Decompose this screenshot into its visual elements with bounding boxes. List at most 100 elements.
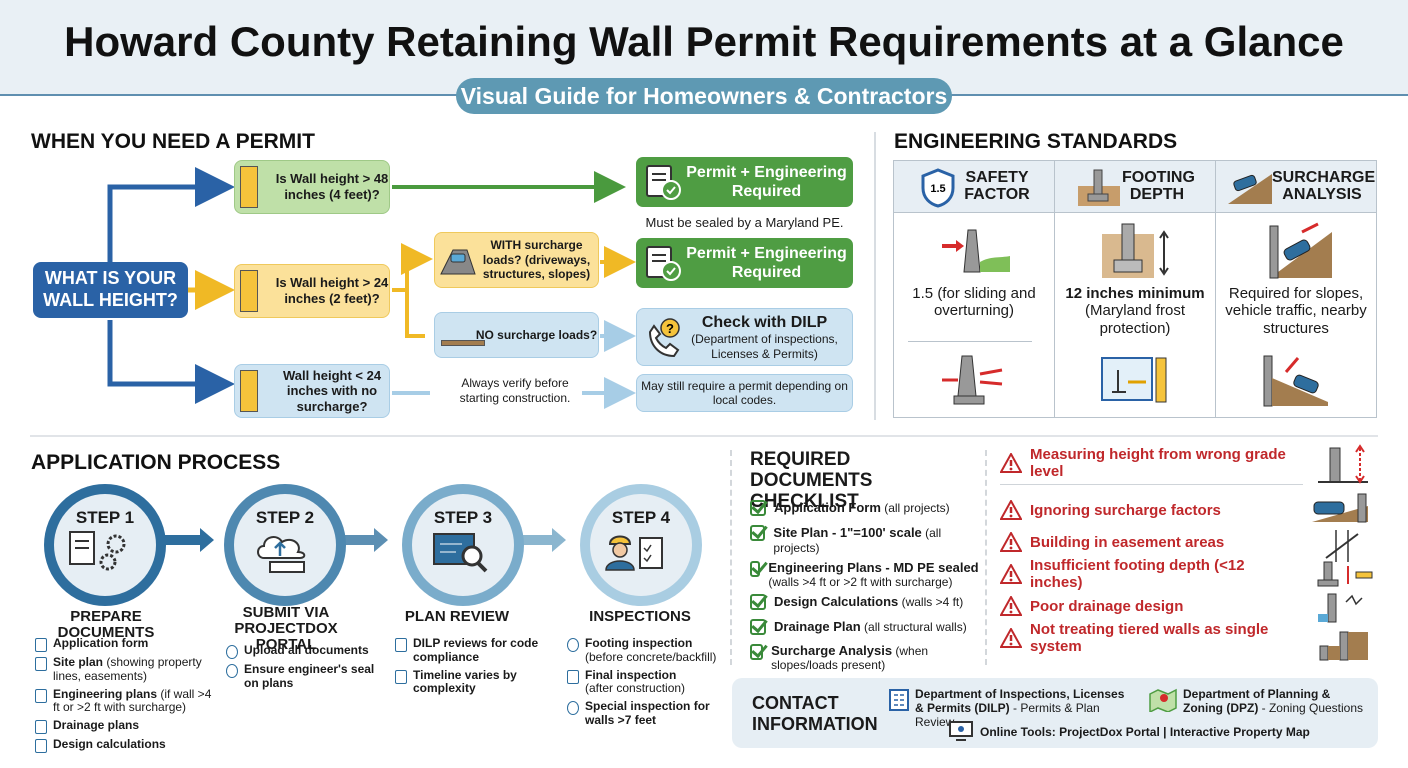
step-2-title: SUBMIT VIA PROJECTDOX PORTAL (234, 604, 338, 653)
mistake-item: Building in easement areas (1000, 531, 1300, 553)
checklist-divider (730, 450, 732, 665)
warning-icon (1000, 453, 1022, 473)
blueprint-icon (35, 688, 47, 703)
checklist-item: Engineering Plans - MD PE sealed (walls … (750, 561, 980, 588)
contact-dpz[interactable]: Department of Planning & Zoning (DPZ) - … (1183, 687, 1364, 715)
step-3-label: STEP 3 (433, 508, 493, 527)
safety-factor-badge: 1.5 (930, 183, 945, 195)
footing-depth-title: FOOTING DEPTH (1122, 169, 1195, 203)
blueprint-magnifier-icon (433, 533, 488, 573)
list-item: Upload all documents (226, 643, 376, 659)
footing-depth-diagram-icon (1102, 223, 1169, 278)
car-surcharge-icon (1312, 493, 1368, 523)
warning-icon (1000, 564, 1022, 584)
shallow-footing-icon (1317, 561, 1373, 587)
check-dilp-sub: (Department of inspections, Licenses & P… (691, 332, 838, 361)
step-2-label: STEP 2 (255, 508, 315, 527)
contact-dilp[interactable]: Department of Inspections, Licenses & Pe… (915, 687, 1125, 729)
list-item: Engineering plans (if wall >4 ft or >2 f… (35, 687, 215, 716)
clipboard-icon (567, 669, 579, 684)
section-heading-process: APPLICATION PROCESS (31, 451, 281, 474)
mistakes-divider (985, 450, 987, 665)
inspector-clipboard-icon (605, 535, 663, 571)
cloud-upload-icon (257, 536, 306, 573)
list-item: Special inspection for walls >7 feet (567, 699, 727, 728)
ruler-icon (240, 270, 258, 312)
mistakes-list: Measuring height from wrong grade level … (1000, 446, 1303, 655)
phone-question-icon: ? (648, 318, 680, 358)
checklist-heading: REQUIRED DOCUMENTS CHECKLIST (750, 449, 873, 512)
check-dilp-title: Check with DILP (701, 314, 828, 332)
list-item: DILP reviews for code compliance (395, 636, 545, 665)
step-4-list: Footing inspection(before concrete/backf… (567, 636, 727, 732)
search-icon (567, 701, 579, 716)
no-surcharge-box: NO surcharge loads? (434, 312, 599, 358)
surcharge-slope-icon (1269, 222, 1332, 279)
inspector-icon (567, 638, 579, 652)
warning-icon (1000, 628, 1022, 648)
engineering-col-divider (1054, 161, 1055, 417)
page-title: Howard County Retaining Wall Permit Requ… (64, 18, 1344, 65)
warning-icon (1000, 532, 1022, 552)
calculator-icon (35, 739, 47, 754)
online-tools[interactable]: Online Tools: ProjectDox Portal | Intera… (980, 725, 1310, 739)
documents-gears-icon (69, 531, 126, 571)
list-item: Final inspection(after construction) (567, 668, 727, 697)
flat-ground-icon (441, 340, 485, 346)
step-4-title: INSPECTIONS (589, 608, 691, 625)
svg-text:?: ? (666, 321, 674, 336)
checklist-item: Drainage Plan (all structural walls) (750, 619, 980, 636)
document-check-icon (646, 165, 681, 200)
list-item: Site plan (showing property lines, easem… (35, 655, 215, 684)
map-pin-icon (1149, 688, 1177, 712)
ruler-icon (240, 166, 258, 208)
wrong-grade-icon (1318, 444, 1368, 484)
footing-depth-note: (Maryland frost protection) (1084, 302, 1186, 337)
step-2-list: Upload all documents Ensure engineer's s… (226, 643, 376, 695)
footing-depth-value: 12 inches minimum (Maryland frost protec… (1060, 285, 1210, 337)
surcharge-load-icon (1263, 355, 1328, 407)
question-24in: Is Wall height > 24 inches (2 feet)? (234, 264, 390, 318)
retaining-wall-sliding-icon (942, 229, 1010, 273)
question-48in: Is Wall height > 48 inches (4 feet)? (234, 160, 390, 214)
mistake-item: Poor drainage design (1000, 595, 1300, 617)
checklist-item: Site Plan - 1"=100' scale (all projects) (750, 525, 980, 555)
step-4-label: STEP 4 (611, 508, 671, 527)
blueprint-search-icon (395, 638, 407, 652)
result-permit-engineering-1-text: Permit + Engineering Required (686, 163, 847, 200)
checklist: Application Form (all projects) Site Pla… (750, 500, 980, 672)
list-item: Timeline varies by complexity (395, 668, 545, 697)
mistake-item: Ignoring surcharge factors (1000, 499, 1300, 521)
step-3-title: PLAN REVIEW (404, 608, 510, 625)
mistake-item: Not treating tiered walls as single syst… (1000, 621, 1300, 655)
mistake-divider (1000, 484, 1303, 485)
step-1-title: PREPARE DOCUMENTS (57, 608, 155, 641)
may-require-text: May still require a permit depending on … (641, 378, 848, 407)
easement-icon (1325, 530, 1359, 562)
verify-note: Always verify before starting constructi… (459, 376, 571, 405)
section-heading-engineering: ENGINEERING STANDARDS (894, 130, 1178, 153)
map-icon (35, 657, 47, 671)
driveway-icon (440, 249, 476, 275)
poor-drainage-icon (1318, 593, 1363, 623)
wall-forces-icon (942, 355, 1003, 405)
car-on-slope-icon (1228, 174, 1272, 204)
wall-height-question: WHAT IS YOUR WALL HEIGHT? (33, 262, 188, 318)
computer-icon (949, 721, 973, 741)
safety-factor-title: SAFETY FACTOR (964, 169, 1030, 203)
vertical-divider (874, 132, 876, 420)
question-under-24in: Wall height < 24 inches with no surcharg… (234, 364, 390, 418)
engineering-table-header (894, 161, 1376, 213)
checklist-item: Surcharge Analysis (when slopes/loads pr… (750, 644, 980, 671)
shield-icon: 1.5 (921, 168, 955, 208)
seal-icon (226, 664, 238, 678)
checkmark-icon (750, 594, 766, 611)
question-under-24in-text: Wall height < 24 inches with no surcharg… (282, 367, 382, 414)
calendar-icon (395, 669, 407, 684)
footing-icon (1078, 169, 1120, 206)
horizontal-divider (30, 435, 1378, 437)
list-item: Ensure engineer's seal on plans (226, 662, 376, 691)
checklist-item: Design Calculations (walls >4 ft) (750, 594, 980, 611)
checkmark-icon (750, 644, 764, 661)
cell-divider (908, 341, 1032, 342)
